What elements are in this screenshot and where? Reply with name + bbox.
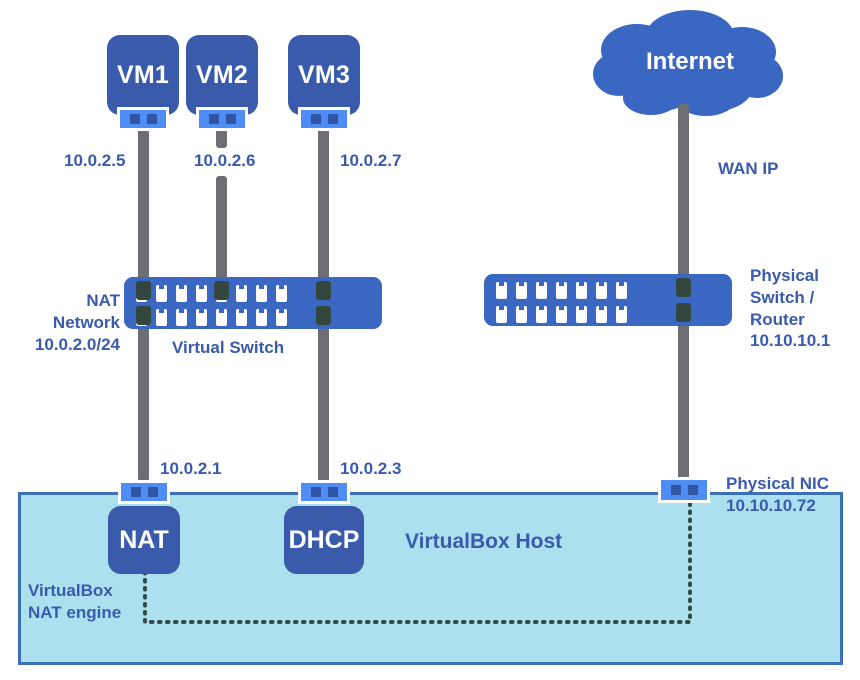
vm-label-vm3: VM3 — [297, 60, 350, 89]
internet-label: Internet — [645, 48, 734, 75]
ip-label-dhcp: 10.0.2.3 — [340, 459, 402, 478]
physical-switch-ports — [496, 282, 627, 323]
nic-port-icon-vm1 — [117, 107, 169, 131]
nat-engine-dotted-path — [143, 500, 692, 624]
physical-switch-plug-bottom — [676, 303, 691, 322]
wan-ip-label: WAN IP — [718, 159, 779, 178]
cable-vm1-to-switch — [138, 126, 149, 298]
service-label-nat: NAT — [119, 525, 169, 554]
virtual-switch-label: Virtual Switch — [172, 338, 285, 357]
physical-switch-label: Physical Switch / Router 10.10.10.1 — [750, 266, 831, 351]
nic-port-icon-vm2 — [196, 107, 248, 131]
switch-plug-vm2 — [214, 281, 229, 300]
ip-label-vm3: 10.0.2.7 — [340, 151, 402, 170]
vm-label-vm1: VM1 — [116, 60, 169, 89]
ip-label-nat: 10.0.2.1 — [160, 459, 222, 478]
virtualbox-host-label: VirtualBox Host — [405, 530, 563, 553]
nat-network-label: NAT Network 10.0.2.0/24 — [34, 291, 120, 354]
cable-vm3-to-switch — [318, 126, 329, 298]
internet-cloud-node[interactable]: Internet — [610, 48, 770, 84]
ip-label-vm2: 10.0.2.6 — [194, 151, 256, 170]
cable-vm2-to-switch-lower — [216, 176, 227, 298]
cable-switch-to-nat — [138, 316, 149, 482]
vm-node-vm3[interactable]: VM3 — [288, 35, 360, 115]
switch-plug-vm1-top — [136, 281, 151, 300]
vm-node-vm2[interactable]: VM2 — [186, 35, 258, 115]
vm-label-vm2: VM2 — [195, 60, 248, 89]
service-label-dhcp: DHCP — [288, 525, 360, 554]
cable-physical-switch-to-nic — [678, 316, 689, 482]
ip-label-vm1: 10.0.2.5 — [64, 151, 126, 170]
switch-plug-vm3-top — [316, 281, 331, 300]
physical-nic-label: Physical NIC 10.10.10.72 — [726, 474, 829, 515]
cloud-icon — [593, 10, 783, 116]
cable-vm2-to-switch-upper — [216, 126, 227, 148]
nic-port-icon-nat — [118, 480, 170, 504]
cable-switch-to-dhcp — [318, 316, 329, 482]
virtualbox-nat-engine-label: VirtualBox NAT engine — [28, 581, 122, 622]
nic-port-icon-vm3 — [298, 107, 350, 131]
switch-plug-vm1-bottom — [136, 306, 151, 325]
service-node-dhcp[interactable]: DHCP — [284, 506, 364, 574]
nic-port-icon-dhcp — [298, 480, 350, 504]
nic-port-icon-physical — [658, 477, 710, 503]
switch-plug-vm3-bottom — [316, 306, 331, 325]
physical-switch-plug-top — [676, 278, 691, 297]
service-node-nat[interactable]: NAT — [108, 506, 180, 574]
cable-internet-to-physical-switch — [678, 104, 689, 300]
vm-node-vm1[interactable]: VM1 — [107, 35, 179, 115]
